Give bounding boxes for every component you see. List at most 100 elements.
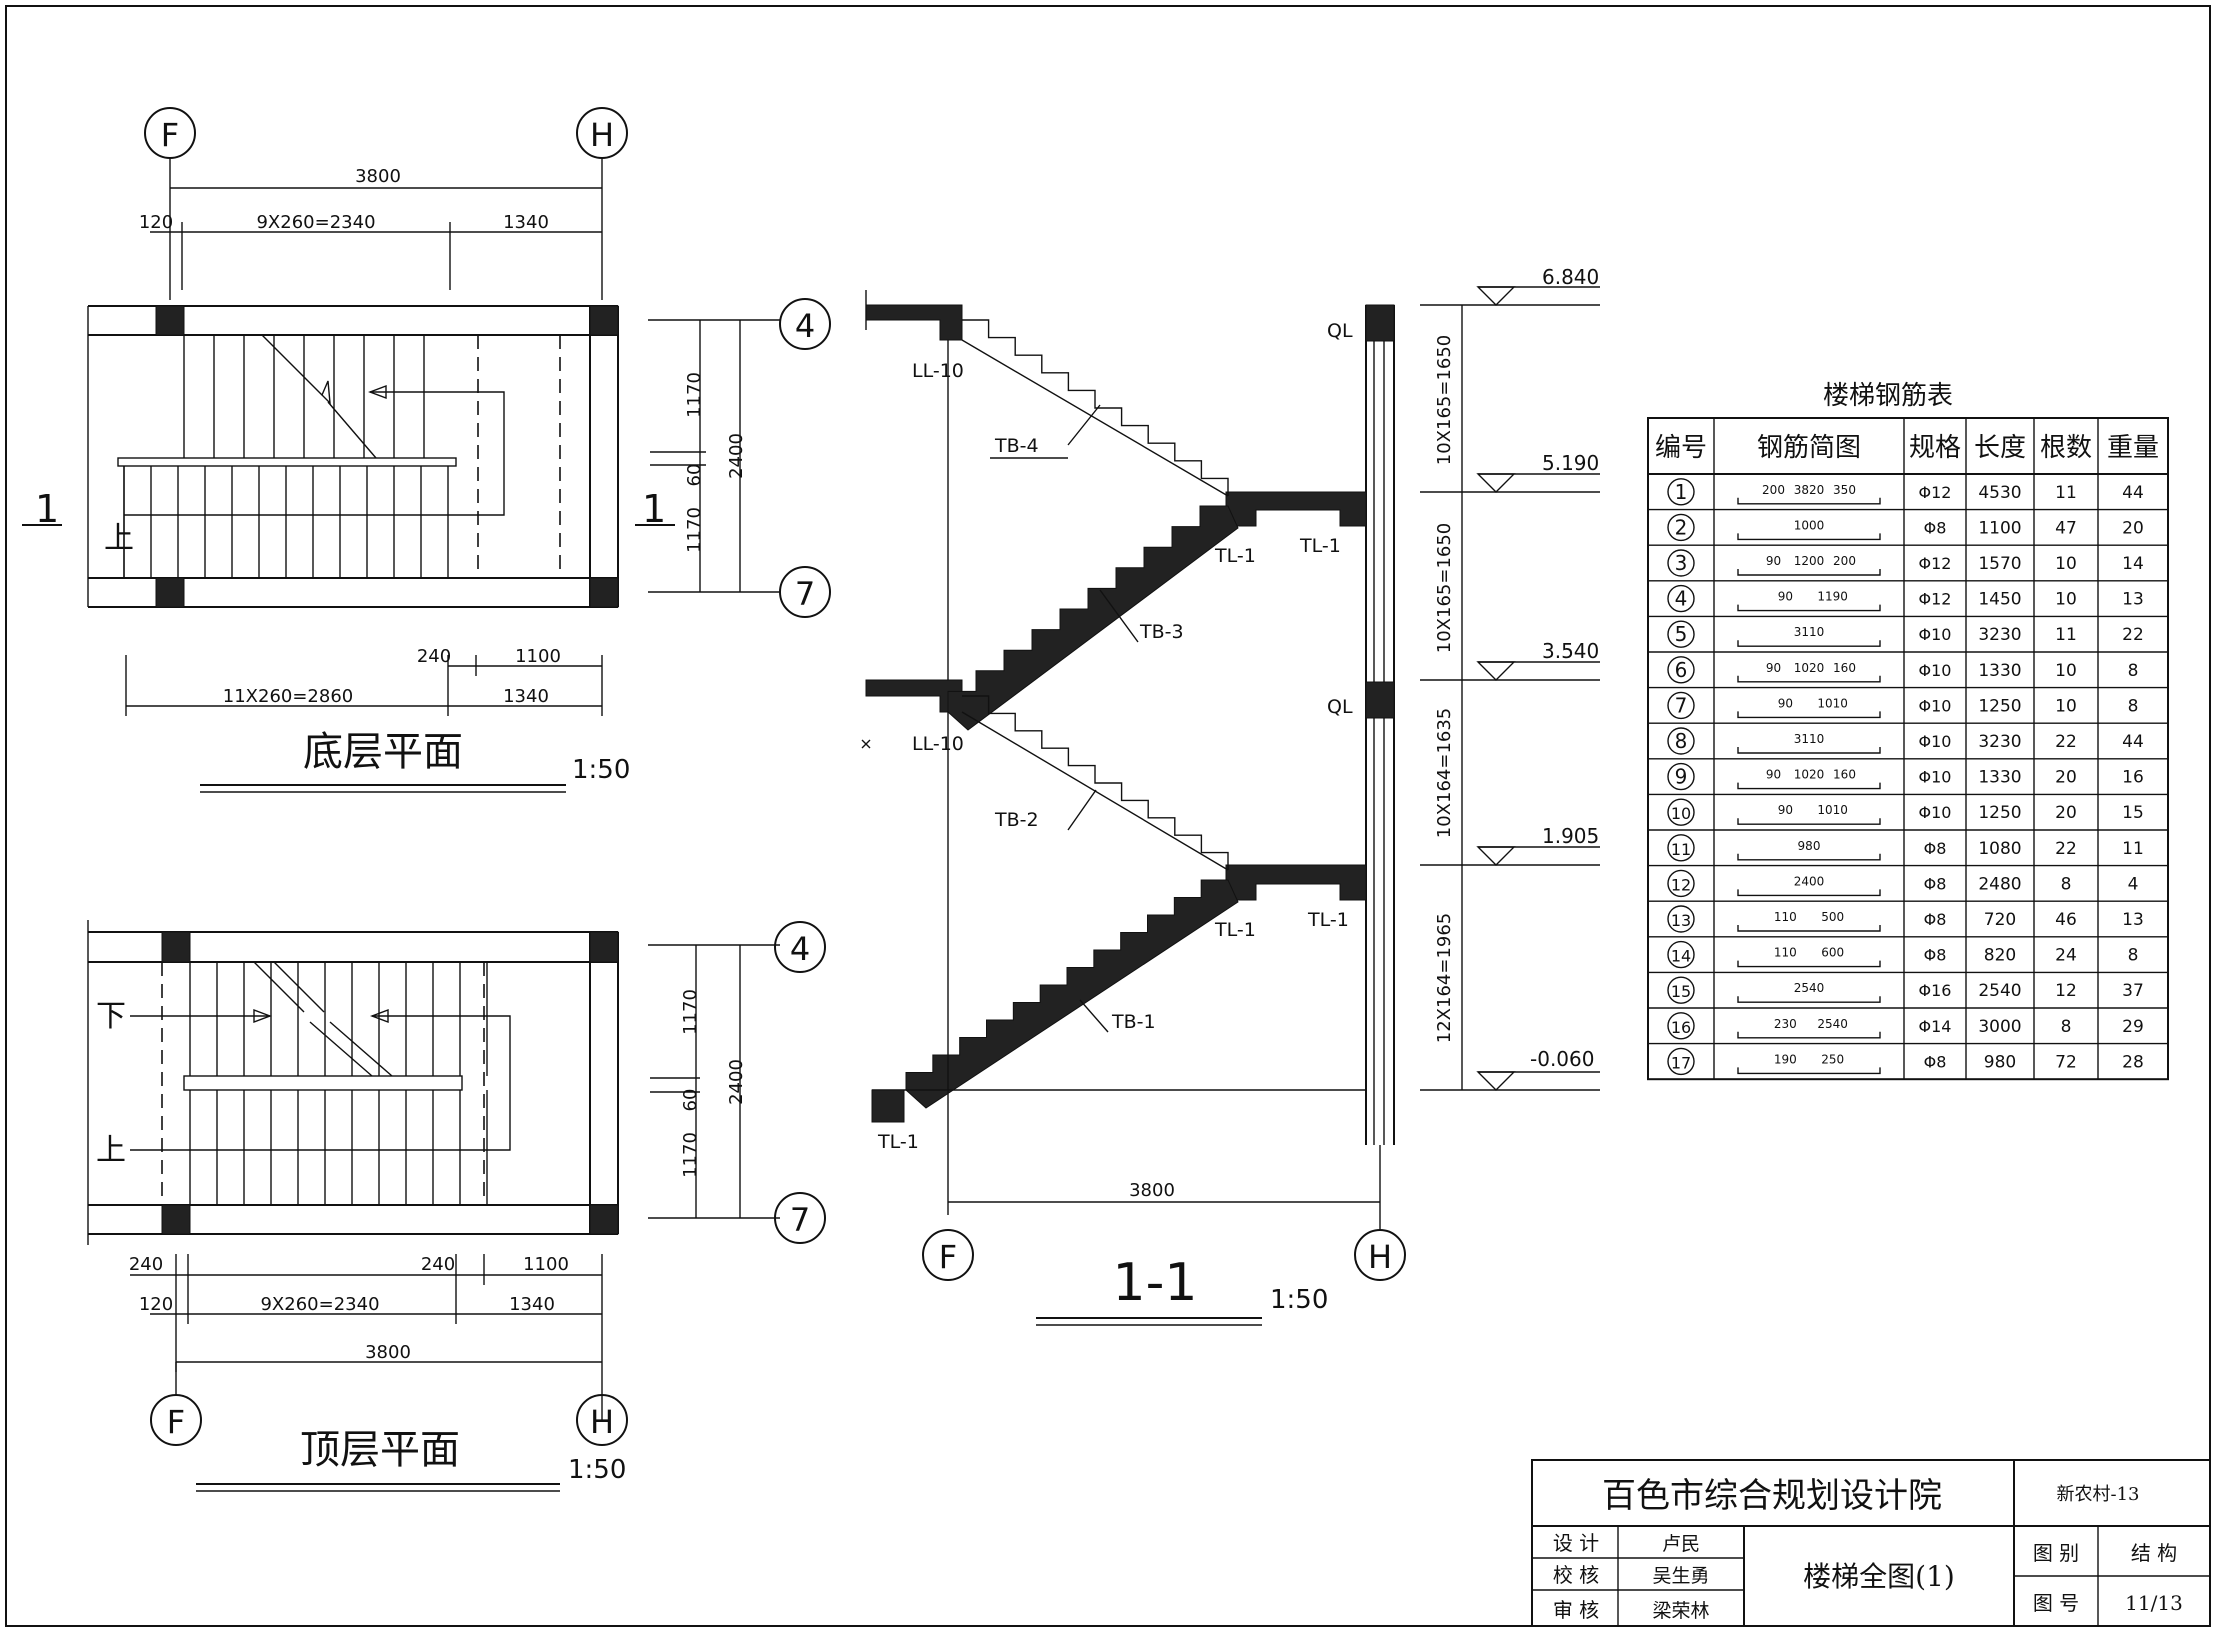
rebar-count: 10 xyxy=(2055,696,2077,716)
rebar-dimension: 190 xyxy=(1774,1052,1797,1066)
member-label: LL-10 xyxy=(912,733,964,755)
rebar-length: 1250 xyxy=(1978,803,2021,823)
dimension-text: 240 xyxy=(417,646,451,667)
row-number-circle xyxy=(1667,798,1695,826)
rebar-count: 11 xyxy=(2055,625,2077,645)
rebar-length: 2480 xyxy=(1978,874,2021,894)
row-number-circle xyxy=(1667,940,1695,969)
rebar-spec: Φ8 xyxy=(1924,874,1947,893)
dimension-text: 240 xyxy=(129,1254,163,1275)
rebar-length: 3000 xyxy=(1978,1017,2021,1037)
rebar-sketch xyxy=(1737,818,1881,825)
row-number: 10 xyxy=(1671,804,1691,823)
row-number-circle xyxy=(1667,584,1695,613)
rebar-weight: 22 xyxy=(2122,625,2144,645)
dimension-text: 120 xyxy=(139,212,173,233)
row-number: 11 xyxy=(1671,840,1691,859)
rebar-length: 1250 xyxy=(1978,696,2021,716)
member-label: TB-2 xyxy=(994,809,1039,831)
rebar-spec: Φ8 xyxy=(1924,946,1947,965)
scale-label: 1:50 xyxy=(572,755,630,785)
down-label: 下 xyxy=(96,999,126,1034)
rebar-count: 8 xyxy=(2061,874,2072,894)
rebar-length: 3230 xyxy=(1978,732,2021,752)
axis-bubble-7 xyxy=(779,566,831,618)
table-header: 编号 xyxy=(1655,433,1707,463)
row-number: 4 xyxy=(1675,587,1688,611)
dimension-text: 1340 xyxy=(503,686,549,707)
rebar-spec: Φ8 xyxy=(1924,910,1947,929)
row-number: 9 xyxy=(1675,765,1688,789)
rebar-count: 22 xyxy=(2055,839,2077,859)
rebar-dimension: 160 xyxy=(1833,661,1856,675)
dimension-text: 120 xyxy=(139,1294,173,1315)
rebar-sketch xyxy=(1737,711,1881,719)
rebar-weight: 8 xyxy=(2128,946,2139,966)
axis-bubble-4 xyxy=(774,921,826,973)
rebar-count: 11 xyxy=(2055,483,2077,503)
member-label: QL xyxy=(1327,696,1353,718)
rebar-count: 24 xyxy=(2055,946,2077,966)
rebar-spec: Φ8 xyxy=(1924,518,1947,537)
rebar-dimension: 3820 xyxy=(1794,483,1825,497)
section-mark-left: 1 xyxy=(35,487,59,531)
stair-treads xyxy=(189,962,488,1205)
rebar-dimension: 110 xyxy=(1774,946,1797,960)
rebar-sketch xyxy=(1737,604,1881,612)
rebar-dimension: 200 xyxy=(1762,483,1785,497)
rebar-length: 1330 xyxy=(1978,768,2021,788)
top-floor-plan: 下 上 1170 60 1170 2400 4 7 240 240 1100 1… xyxy=(87,920,826,1492)
dimension-text: 2400 xyxy=(726,1059,747,1105)
row-number-circle xyxy=(1667,549,1695,577)
rebar-dimension: 980 xyxy=(1798,839,1821,853)
stair-treads xyxy=(123,335,449,578)
scale-label: 1:50 xyxy=(568,1455,626,1485)
row-number: 12 xyxy=(1671,875,1691,894)
axis-label: H xyxy=(590,1403,614,1441)
elevation-label: 3.540 xyxy=(1542,639,1599,663)
rebar-weight: 44 xyxy=(2122,732,2144,752)
rebar-dimension: 250 xyxy=(1821,1052,1844,1066)
row-number: 5 xyxy=(1675,622,1688,646)
row-number-circle xyxy=(1667,976,1695,1004)
rebar-count: 8 xyxy=(2061,1017,2072,1037)
table-header: 长度 xyxy=(1974,433,2026,463)
rebar-length: 2540 xyxy=(1978,981,2021,1001)
rebar-dimension: 90 xyxy=(1778,696,1793,710)
field-label: 图 别 xyxy=(2033,1541,2079,1565)
rebar-count: 20 xyxy=(2055,803,2077,823)
rebar-dimension: 2540 xyxy=(1817,1017,1848,1031)
axis-label: 4 xyxy=(795,307,815,345)
dimension-text: 1170 xyxy=(680,989,701,1035)
plan-title: 底层平面 xyxy=(303,729,463,775)
row-number-circle xyxy=(1667,478,1695,506)
row-number: 14 xyxy=(1671,947,1691,966)
row-number-circle xyxy=(1667,905,1695,933)
rebar-count: 72 xyxy=(2055,1052,2077,1072)
elevation-label: 1.905 xyxy=(1542,824,1599,848)
dimension-text: 9X260=2340 xyxy=(260,1294,379,1315)
section-mark-right: 1 xyxy=(642,487,666,531)
rebar-spec: Φ16 xyxy=(1919,981,1952,1000)
rebar-dimension: 1020 xyxy=(1794,768,1825,782)
rebar-dimension: 3110 xyxy=(1794,625,1825,639)
member-label: TB-1 xyxy=(1111,1011,1156,1033)
rebar-weight: 8 xyxy=(2128,661,2139,681)
rebar-sketch xyxy=(1737,925,1881,932)
rebar-count: 22 xyxy=(2055,732,2077,752)
rebar-spec: Φ14 xyxy=(1919,1017,1952,1036)
rebar-dimension: 350 xyxy=(1833,483,1856,497)
rebar-count: 46 xyxy=(2055,910,2077,930)
rebar-dimension: 1200 xyxy=(1794,554,1825,568)
row-number-circle xyxy=(1667,620,1695,648)
axis-bubble-f xyxy=(922,1229,974,1281)
elevation-mark xyxy=(1476,661,1516,681)
axis-label: F xyxy=(939,1238,957,1276)
up-label: 上 xyxy=(96,1133,126,1168)
elevation-marks xyxy=(1476,286,1600,1091)
rebar-weight: 13 xyxy=(2122,910,2144,930)
row-number: 1 xyxy=(1675,480,1688,504)
plan-title: 顶层平面 xyxy=(300,1427,460,1473)
field-value: 11/13 xyxy=(2125,1591,2183,1615)
